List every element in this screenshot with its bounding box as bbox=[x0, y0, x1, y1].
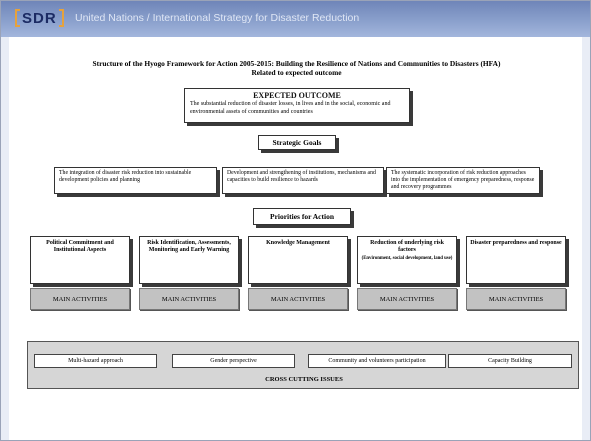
priorities-for-action-label: Priorities for Action bbox=[253, 208, 351, 225]
priority-title: Political Commitment and Institutional A… bbox=[46, 240, 114, 254]
header-banner: SDR United Nations / International Strat… bbox=[1, 1, 590, 37]
cross-cutting-gender: Gender perspective bbox=[172, 354, 295, 368]
left-margin-bar bbox=[1, 1, 9, 440]
main-activities-1: MAIN ACTIVITIES bbox=[30, 288, 130, 310]
expected-outcome-box: EXPECTED OUTCOME The substantial reducti… bbox=[184, 88, 410, 123]
main-activities-2: MAIN ACTIVITIES bbox=[139, 288, 239, 310]
strategic-goal-1: The integration of disaster risk reducti… bbox=[54, 167, 217, 194]
right-margin-bar bbox=[582, 1, 590, 440]
main-activities-5: MAIN ACTIVITIES bbox=[466, 288, 566, 310]
priority-title: Reduction of underlying risk factors bbox=[370, 240, 444, 254]
page-title-line-2: Related to expected outcome bbox=[251, 68, 342, 77]
cross-cutting-community: Community and volunteers participation bbox=[308, 354, 446, 368]
main-activities-4: MAIN ACTIVITIES bbox=[357, 288, 457, 310]
expected-outcome-text: The substantial reduction of disaster lo… bbox=[190, 101, 391, 115]
strategic-goals-label: Strategic Goals bbox=[258, 135, 336, 150]
header-title: United Nations / International Strategy … bbox=[75, 12, 360, 24]
cross-cutting-capacity: Capacity Building bbox=[448, 354, 572, 368]
logo-bracket-right bbox=[58, 9, 64, 27]
priority-political-commitment: Political Commitment and Institutional A… bbox=[30, 236, 130, 284]
priority-title: Disaster preparedness and response bbox=[470, 240, 562, 246]
strategic-goal-3: The systematic incorporation of risk red… bbox=[386, 167, 540, 194]
priority-knowledge-management: Knowledge Management bbox=[248, 236, 348, 284]
priority-risk-identification: Risk Identification, Assessments, Monito… bbox=[139, 236, 239, 284]
logo-bracket-left bbox=[15, 9, 20, 27]
page-title: Structure of the Hyogo Framework for Act… bbox=[31, 59, 562, 77]
isdr-logo: SDR bbox=[15, 7, 64, 29]
priority-subtitle: (Environment, social development, land u… bbox=[361, 255, 453, 261]
cross-cutting-multi-hazard: Multi-hazard approach bbox=[34, 354, 157, 368]
main-activities-3: MAIN ACTIVITIES bbox=[248, 288, 348, 310]
priority-title: Risk Identification, Assessments, Monito… bbox=[147, 240, 231, 254]
expected-outcome-title: EXPECTED OUTCOME bbox=[253, 91, 341, 100]
priority-disaster-preparedness: Disaster preparedness and response bbox=[466, 236, 566, 284]
cross-cutting-issues-panel: Multi-hazard approach Gender perspective… bbox=[27, 341, 579, 389]
priority-underlying-risk-factors: Reduction of underlying risk factors (En… bbox=[357, 236, 457, 284]
cross-cutting-issues-label: CROSS CUTTING ISSUES bbox=[265, 376, 343, 383]
strategic-goal-2: Development and strengthening of institu… bbox=[222, 167, 384, 194]
logo-text: SDR bbox=[22, 9, 57, 27]
priority-title: Knowledge Management bbox=[266, 240, 330, 246]
page-title-line-1: Structure of the Hyogo Framework for Act… bbox=[92, 59, 501, 68]
